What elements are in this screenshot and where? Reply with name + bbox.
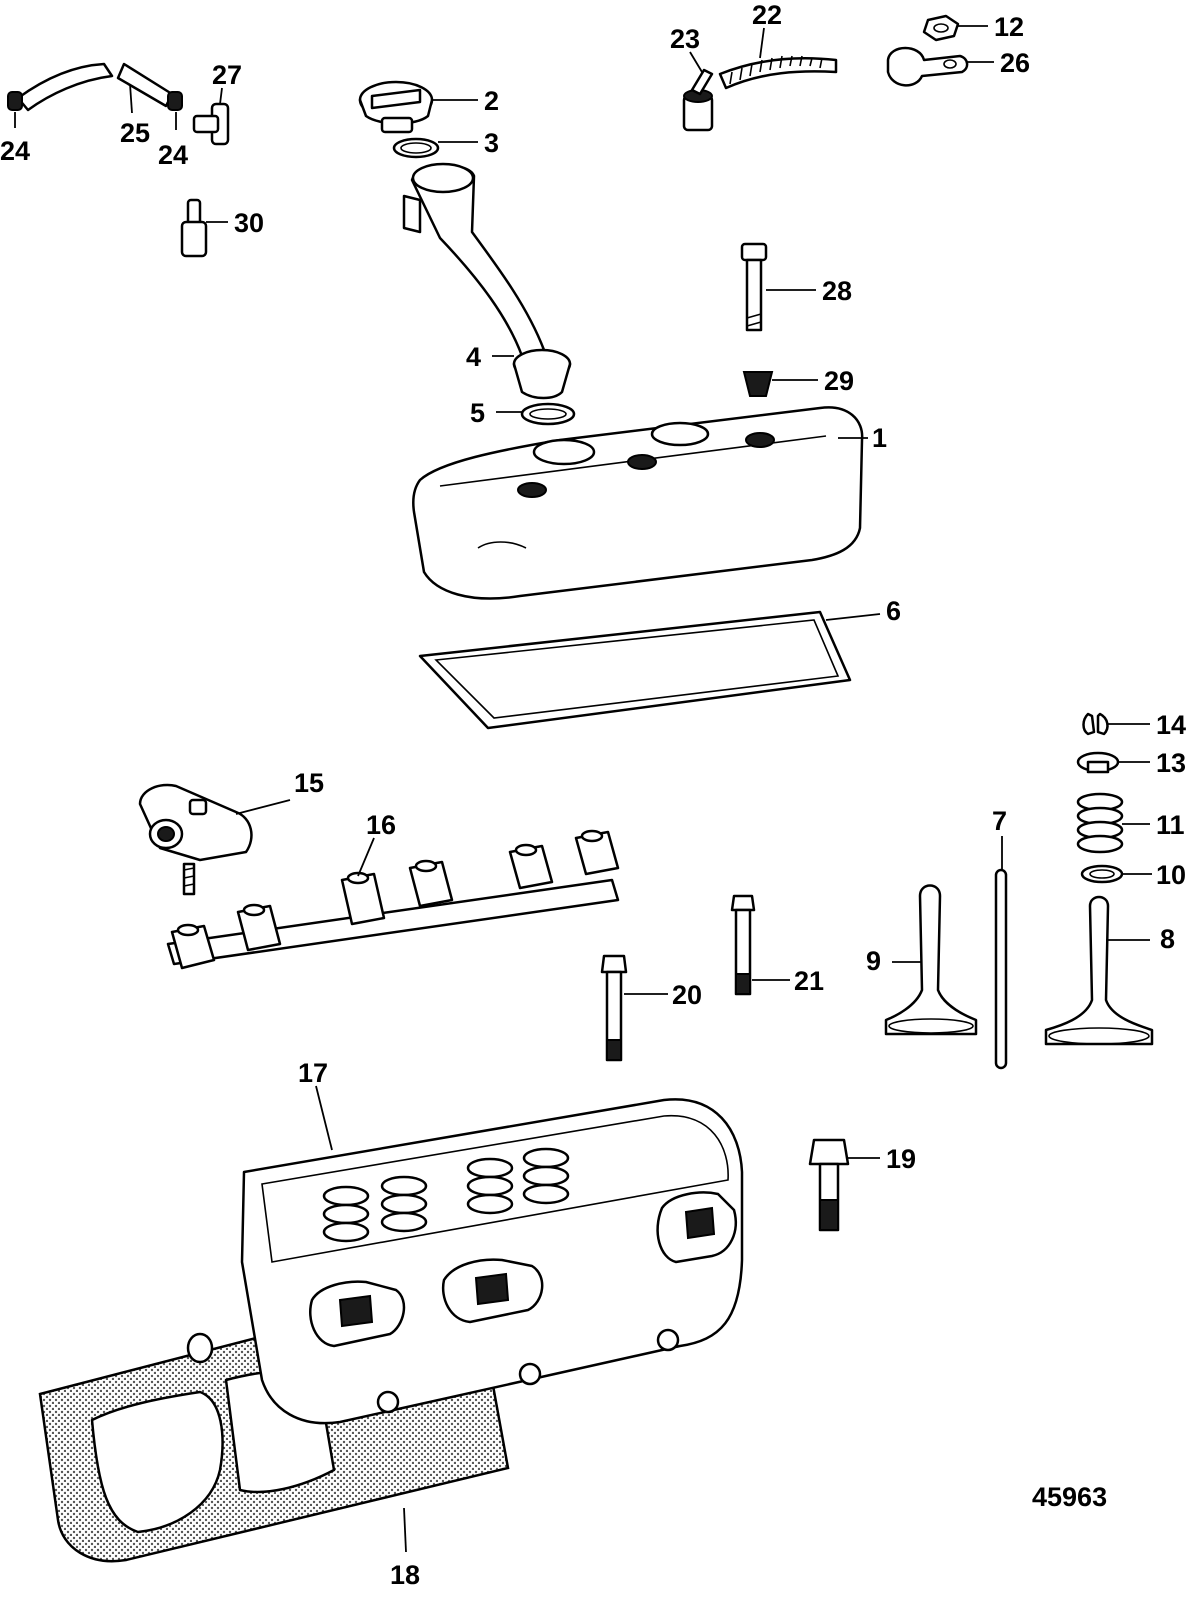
callout-5: 5 (470, 398, 485, 428)
part-8-valve (1044, 895, 1154, 1046)
part-24-hose-clamp-right (167, 91, 183, 130)
callout-7: 7 (992, 806, 1007, 836)
part-22-vent-hose (718, 27, 838, 90)
callout-20: 20 (672, 980, 702, 1010)
part-12-nut (922, 14, 988, 42)
callout-3: 3 (484, 128, 499, 158)
part-11-valve-spring (1076, 792, 1150, 854)
callout-30: 30 (234, 208, 264, 238)
callout-15: 15 (294, 768, 324, 798)
callout-13: 13 (1156, 748, 1186, 778)
part-17-cylinder-head (240, 1085, 744, 1425)
callout-8: 8 (1160, 924, 1175, 954)
part-6-cover-gasket (418, 610, 881, 730)
part-19-head-bolt (808, 1138, 880, 1232)
part-13-spring-cap (1076, 751, 1150, 774)
part-16-guide-plate (166, 829, 620, 970)
callout-9: 9 (866, 946, 881, 976)
part-25-vent-hose (16, 62, 174, 114)
callout-21: 21 (794, 966, 824, 996)
callout-14: 14 (1156, 710, 1186, 740)
callout-2: 2 (484, 86, 499, 116)
part-23-vent-fitting (682, 51, 714, 132)
callout-24-left: 24 (0, 136, 30, 166)
part-4-oil-fill-tube (402, 162, 572, 400)
part-7-pushrod (994, 836, 1008, 1070)
part-20-head-bolt (600, 954, 668, 1062)
part-27-elbow-fitting (192, 87, 230, 146)
callout-labels: 1 2 3 4 5 6 7 8 9 10 11 12 13 14 15 16 1… (0, 0, 1186, 1590)
part-10-spring-shim (1080, 864, 1152, 884)
callout-16: 16 (366, 810, 396, 840)
callout-1: 1 (872, 423, 887, 453)
part-28-cover-bolt (740, 242, 816, 332)
callout-27: 27 (212, 60, 242, 90)
part-5-grommet (496, 402, 576, 426)
callout-4: 4 (466, 342, 481, 372)
callout-10: 10 (1156, 860, 1186, 890)
callout-12: 12 (994, 12, 1024, 42)
callout-11: 11 (1156, 810, 1185, 840)
callout-26: 26 (1000, 48, 1030, 78)
callout-17: 17 (298, 1058, 328, 1088)
part-24-hose-clamp-left (7, 91, 23, 128)
part-26-cable-clamp (886, 46, 994, 87)
callout-24-right: 24 (158, 140, 188, 170)
part-30-fitting (180, 198, 228, 258)
figure-number: 45963 (1032, 1482, 1107, 1512)
callout-23: 23 (670, 24, 700, 54)
callout-6: 6 (886, 596, 901, 626)
callout-19: 19 (886, 1144, 916, 1174)
callout-29: 29 (824, 366, 854, 396)
part-29-bolt-grommet (742, 371, 818, 397)
callout-25: 25 (120, 118, 150, 148)
part-1-rocker-cover (412, 406, 868, 600)
callout-28: 28 (822, 276, 852, 306)
part-14-valve-keys (1082, 712, 1150, 736)
part-2-oil-fill-cap (358, 80, 478, 134)
part-3-o-ring (392, 137, 478, 159)
callout-18: 18 (390, 1560, 420, 1590)
callout-22: 22 (752, 0, 782, 30)
part-15-rocker-arm (138, 783, 291, 896)
part-9-valve (884, 884, 978, 1036)
part-21-head-bolt (730, 894, 790, 996)
